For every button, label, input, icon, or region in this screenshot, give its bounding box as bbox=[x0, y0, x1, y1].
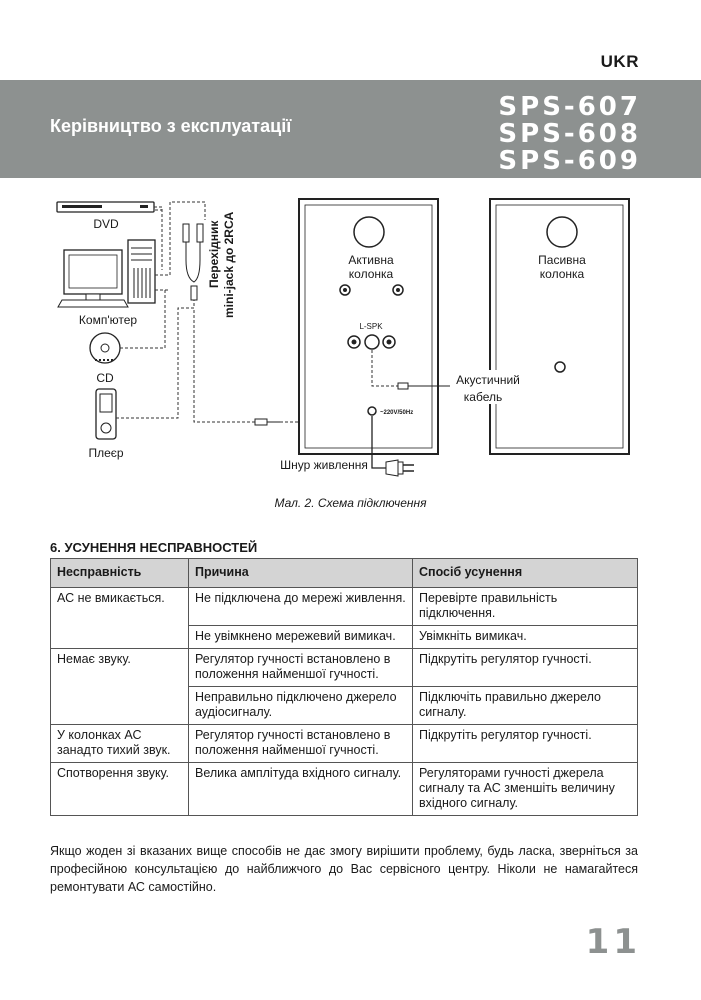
acoustic-cable-plug-icon bbox=[397, 382, 418, 390]
lspk-label: L-SPK bbox=[359, 322, 383, 331]
active-speaker-label-sub: колонка bbox=[349, 267, 394, 281]
figure-caption: Мал. 2. Схема підключення bbox=[274, 496, 427, 510]
dvd-label: DVD bbox=[93, 217, 119, 231]
page-number: 11 bbox=[585, 922, 641, 962]
section-title: 6. УСУНЕННЯ НЕСПРАВНОСТЕЙ bbox=[50, 540, 258, 555]
active-speaker-label: Активна bbox=[348, 253, 394, 267]
acoustic-cable-label: Акустичний bbox=[456, 373, 520, 387]
cause-cell: Регулятор гучності встановлено в положен… bbox=[188, 724, 413, 763]
computer-icon bbox=[57, 239, 156, 308]
table-row: Неправильно підключено джерело аудіосигн… bbox=[51, 686, 638, 725]
remedy-cell: Підключіть правильно джерело сигналу. bbox=[412, 686, 638, 725]
cause-cell: Неправильно підключено джерело аудіосигн… bbox=[188, 686, 413, 725]
rca-adapter-icon bbox=[182, 223, 204, 301]
table-row: АС не вмикається. Не підключена до мереж… bbox=[50, 587, 638, 649]
cause-cell: Не увімкнено мережевий вимикач. bbox=[188, 625, 413, 649]
cd-label: CD bbox=[96, 371, 114, 385]
passive-speaker-label: Пасивна bbox=[538, 253, 586, 267]
model-name: SPS-607 bbox=[498, 92, 641, 122]
dvd-player-icon bbox=[56, 201, 155, 213]
table-row: У колонках АС занадто тихий звук. Регуля… bbox=[50, 724, 638, 763]
mini-jack-icon bbox=[254, 418, 280, 426]
support-note: Якщо жоден зі вказаних вище способів не … bbox=[50, 844, 638, 894]
cd-player-icon bbox=[89, 332, 121, 364]
passive-speaker-label-sub: колонка bbox=[540, 267, 585, 281]
fault-cell: АС не вмикається. bbox=[50, 587, 189, 649]
fault-cell: Немає звуку. bbox=[50, 648, 189, 725]
connection-diagram: DVD Комп'ютер CD Плеєр bbox=[56, 198, 630, 477]
cause-cell: Регулятор гучності встановлено в положен… bbox=[188, 648, 413, 687]
active-speaker bbox=[298, 198, 439, 455]
column-header: Несправність bbox=[50, 558, 189, 588]
fault-cell: Спотворення звуку. bbox=[50, 762, 189, 816]
cause-cell: Не підключена до мережі живлення. bbox=[188, 587, 413, 626]
adapter-label-sub: mini-jack до 2RCA bbox=[222, 211, 236, 318]
adapter-label: Перехідник bbox=[207, 220, 221, 288]
passive-speaker bbox=[489, 198, 630, 455]
header-banner bbox=[0, 80, 701, 178]
power-spec-label: ~220V/50Hz bbox=[380, 410, 413, 416]
remedy-cell: Перевірте правильність підключення. bbox=[412, 587, 638, 626]
table-row: Спотворення звуку. Велика амплітуда вхід… bbox=[50, 762, 638, 816]
manual-title: Керівництво з експлуатації bbox=[50, 116, 292, 136]
power-plug-icon bbox=[385, 459, 414, 477]
fault-cell: У колонках АС занадто тихий звук. bbox=[50, 724, 189, 763]
model-name: SPS-609 bbox=[498, 146, 641, 176]
table-header-row: Несправність Причина Спосіб усунення bbox=[50, 558, 638, 588]
table-row: Немає звуку. Регулятор гучності встановл… bbox=[50, 648, 638, 725]
column-header: Причина bbox=[188, 558, 413, 588]
language-code: UKR bbox=[600, 52, 639, 71]
acoustic-cable-label-sub: кабель bbox=[464, 390, 502, 404]
remedy-cell: Підкрутіть регулятор гучності. bbox=[412, 724, 638, 763]
media-player-icon bbox=[95, 388, 117, 440]
cause-cell: Велика амплітуда вхідного сигналу. bbox=[188, 762, 413, 816]
model-name: SPS-608 bbox=[498, 119, 641, 149]
troubleshooting-table: Несправність Причина Спосіб усунення АС … bbox=[50, 558, 638, 816]
remedy-cell: Увімкніть вимикач. bbox=[412, 625, 638, 649]
computer-label: Комп'ютер bbox=[79, 313, 137, 327]
remedy-cell: Регуляторами гучності джерела сигналу та… bbox=[412, 762, 638, 816]
player-label: Плеєр bbox=[88, 446, 123, 460]
column-header: Спосіб усунення bbox=[412, 558, 638, 588]
remedy-cell: Підкрутіть регулятор гучності. bbox=[412, 648, 638, 687]
power-cord-label: Шнур живлення bbox=[280, 458, 368, 472]
